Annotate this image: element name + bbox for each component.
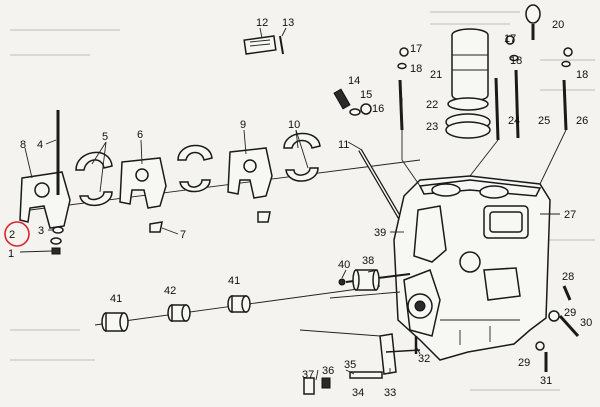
callout-9: 9 — [240, 119, 246, 131]
callout-35: 35 — [344, 359, 356, 371]
plug-40 — [338, 278, 346, 286]
fitting-35 — [349, 371, 383, 379]
bearing-shells-mid — [177, 144, 213, 193]
callout-36: 36 — [322, 365, 334, 377]
callout-11: 11 — [338, 139, 349, 151]
lifting-eye-20 — [525, 4, 541, 40]
callout-28: 28 — [562, 271, 574, 283]
bolt-30 — [558, 314, 580, 338]
crankcase-block-27 — [393, 175, 551, 361]
callout-32: 32 — [418, 353, 430, 365]
callout-17-left: 17 — [410, 43, 422, 55]
callout-23: 23 — [426, 121, 438, 133]
callout-3: 3 — [38, 225, 44, 237]
callout-8: 8 — [20, 139, 26, 151]
callout-labels: 1 2 3 4 5 6 7 8 9 10 11 12 13 14 15 16 1… — [8, 17, 592, 399]
bushing-41-left — [101, 312, 129, 332]
callout-27: 27 — [564, 209, 576, 221]
plug-37 — [303, 377, 315, 395]
screw-13 — [279, 35, 284, 55]
callout-31: 31 — [540, 375, 552, 387]
highlight-circle — [4, 221, 30, 247]
bushing-41-right — [227, 295, 251, 313]
callout-41-left: 41 — [110, 293, 122, 305]
lock-plate-7b — [257, 211, 271, 223]
callout-33: 33 — [384, 387, 396, 399]
bearing-shells-5 — [75, 151, 113, 206]
callout-2: 2 — [9, 229, 15, 241]
callout-15: 15 — [360, 89, 372, 101]
pin-28 — [562, 285, 572, 301]
callout-14: 14 — [348, 75, 360, 87]
callout-42: 42 — [164, 285, 176, 297]
gasket-plate-12 — [243, 35, 277, 55]
callout-29-lower: 29 — [518, 357, 530, 369]
callout-40: 40 — [338, 259, 350, 271]
callout-7a: 7 — [180, 229, 186, 241]
callout-41-right: 41 — [228, 275, 240, 287]
fitting-14 — [333, 88, 351, 110]
plug-16 — [360, 103, 372, 115]
bracket-33 — [379, 333, 421, 375]
callout-12: 12 — [256, 17, 268, 29]
callout-10: 10 — [288, 119, 300, 131]
bearing-cap-9 — [227, 147, 273, 199]
stud-24 — [494, 35, 519, 141]
callout-18-right: 18 — [576, 69, 588, 81]
callout-13: 13 — [282, 17, 294, 29]
callout-30: 30 — [580, 317, 592, 329]
callout-1: 1 — [8, 248, 14, 260]
bearing-shells-10 — [283, 132, 321, 182]
bearing-cap-6 — [119, 157, 167, 209]
stud-26 — [561, 47, 573, 131]
callout-20: 20 — [552, 19, 564, 31]
washer-29-lower — [535, 341, 545, 351]
callout-21: 21 — [430, 69, 442, 81]
plug-36 — [321, 377, 331, 389]
callout-38: 38 — [362, 255, 374, 267]
washer-2 — [50, 237, 62, 245]
callout-18-left: 18 — [410, 63, 422, 75]
callout-22: 22 — [426, 99, 438, 111]
callout-29-upper: 29 — [564, 307, 576, 319]
callout-18-mid: 18 — [510, 55, 522, 67]
lock-plate-7a — [149, 221, 163, 233]
bushing-42 — [167, 304, 191, 322]
background-text-bleed — [10, 11, 595, 391]
callout-25: 25 — [538, 115, 550, 127]
washer-3 — [52, 226, 64, 234]
washer-29-upper — [548, 310, 560, 322]
bearing-cap-8 — [19, 171, 71, 229]
callout-16: 16 — [372, 103, 384, 115]
stud-25 — [514, 69, 520, 139]
leader-lines — [19, 27, 567, 381]
callout-24: 24 — [508, 115, 520, 127]
callout-6: 6 — [137, 129, 143, 141]
callout-4: 4 — [37, 139, 43, 151]
washer-15 — [349, 108, 361, 116]
seal-rings-23 — [445, 113, 491, 139]
callout-26: 26 — [576, 115, 588, 127]
callout-37: 37 — [302, 369, 314, 381]
coupling-38 — [345, 269, 411, 291]
callout-34: 34 — [352, 387, 364, 399]
seal-ring-22 — [447, 97, 489, 111]
nut-1 — [51, 247, 61, 255]
cylinder-liner-21 — [451, 28, 489, 102]
stud-left-head — [397, 47, 409, 131]
callout-5: 5 — [102, 131, 108, 143]
callout-17-right: 17 — [504, 33, 516, 45]
callout-39: 39 — [374, 227, 386, 239]
